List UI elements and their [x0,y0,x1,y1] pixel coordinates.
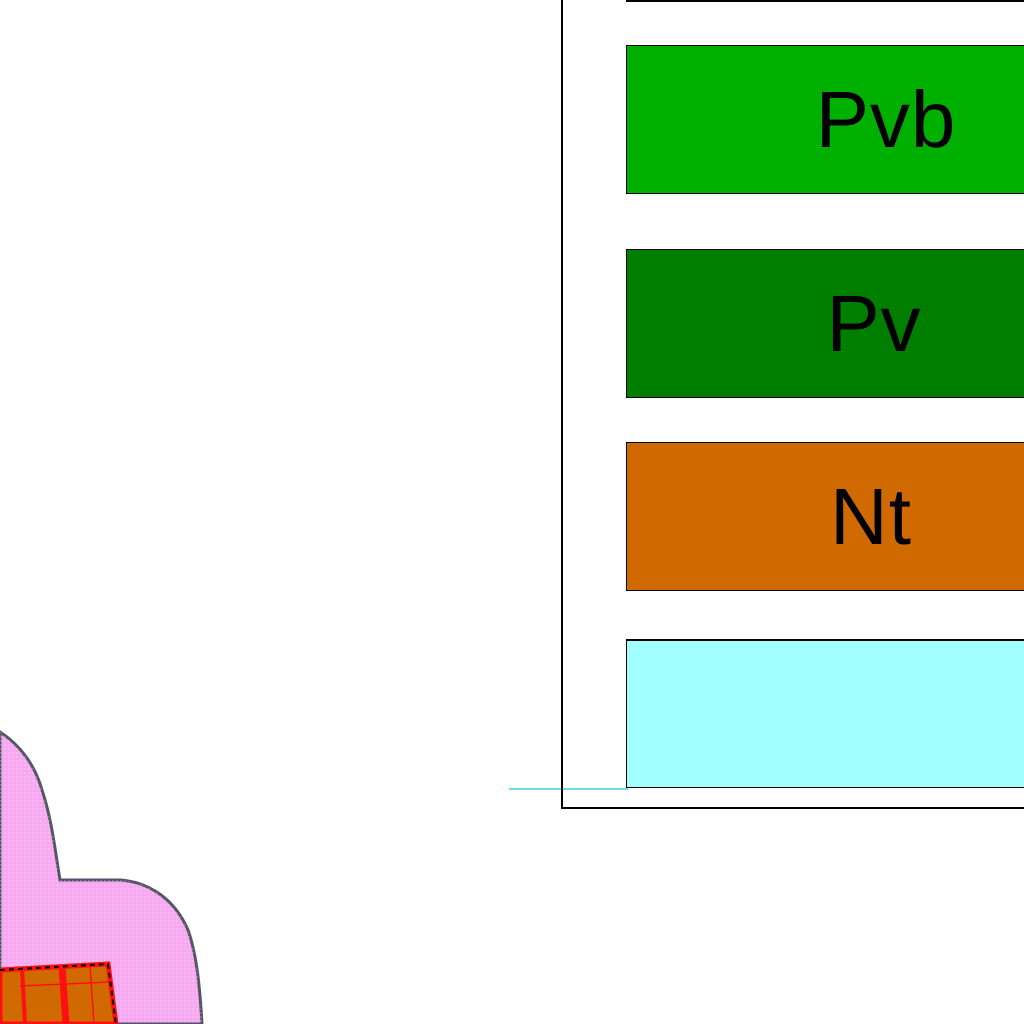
legend-frame [561,0,1024,809]
legend-label-pvb: Pvb [815,74,957,164]
legend-item-pv: Pv [626,249,1024,398]
legend-top-rule [626,0,1024,2]
legend-label-pv: Pv [826,278,922,368]
legend-item-pvb: Pvb [626,45,1024,194]
building-block [0,961,119,1024]
pink-zone [0,730,204,1024]
legend-item-cyan [626,639,1024,788]
legend-label-nt: Nt [830,471,912,561]
legend-item-nt: Nt [626,442,1024,591]
